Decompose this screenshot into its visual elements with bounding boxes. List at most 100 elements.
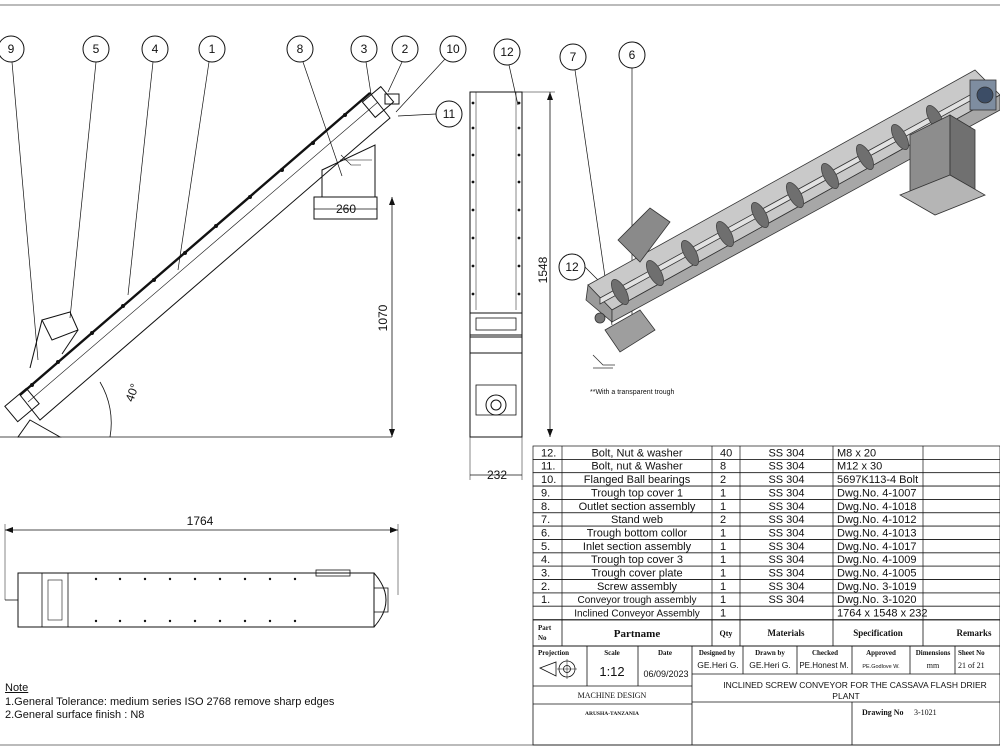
iso-note: **With a transparent trough [590,389,675,396]
bom-part-no: 10. [541,474,556,486]
bom-part-no: 5. [541,541,550,553]
svg-text:10: 10 [446,42,460,56]
bom-spec: Dwg.No. 4-1017 [837,541,917,553]
bom-spec: Dwg.No. 4-1012 [837,514,917,526]
svg-text:Projection: Projection [538,649,569,657]
bom-part-no: 7. [541,514,550,526]
bom-part-no: 3. [541,568,550,580]
svg-text:Drawn by: Drawn by [755,649,785,657]
bom-part-no: 2. [541,581,550,593]
side-view [0,85,400,438]
bom-part-name: Inclined Conveyor Assembly [574,609,700,620]
svg-text:Drawing No: Drawing No [862,708,904,717]
svg-text:1: 1 [209,42,216,56]
svg-text:Materials: Materials [768,628,805,638]
svg-text:No: No [538,634,547,642]
svg-text:PLANT: PLANT [832,691,859,701]
bom-material: SS 304 [768,594,804,606]
bom-material: SS 304 [768,581,804,593]
svg-text:1:12: 1:12 [599,664,624,679]
isometric-view [585,69,1000,369]
bom-spec: Dwg.No. 4-1013 [837,527,917,539]
svg-text:ARUSHA-TANZANIA: ARUSHA-TANZANIA [585,711,639,717]
bom-part-name: Conveyor trough assembly [578,595,697,606]
bom-spec: Dwg.No. 3-1019 [837,581,917,593]
bom-part-no: 4. [541,554,550,566]
bom-qty: 1 [720,501,726,513]
svg-text:06/09/2023: 06/09/2023 [643,669,688,679]
svg-text:21 of 21: 21 of 21 [958,661,985,670]
bom-part-no: 1. [541,594,550,606]
bom-qty: 1 [720,594,726,606]
svg-text:GE.Heri G.: GE.Heri G. [697,660,739,670]
bom-part-name: Trough top cover 3 [591,554,683,566]
bom-spec: Dwg.No. 4-1005 [837,568,917,580]
bom-part-name: Trough top cover 1 [591,487,683,499]
balloon-labels: 9 5 4 1 8 3 2 10 11 12 7 6 12 [8,42,636,274]
svg-text:Checked: Checked [812,649,838,657]
bom-qty: 1 [720,487,726,499]
bom-part-no: 11. [541,461,555,473]
dim-1764: 1764 [187,514,214,528]
bom-material: SS 304 [768,554,804,566]
bom-part-name: Trough cover plate [591,568,682,580]
balloon-callouts [0,35,646,361]
note-line-2: 2.General surface finish : N8 [5,709,145,721]
svg-text:Partname: Partname [614,628,661,640]
svg-text:mm: mm [927,661,940,670]
bom-spec: Dwg.No. 4-1018 [837,501,917,513]
svg-text:Specification: Specification [853,628,903,638]
bom-spec: Dwg.No. 4-1009 [837,554,917,566]
bom-part-name: Outlet section assembly [579,501,696,513]
svg-text:6: 6 [629,48,636,62]
svg-text:5: 5 [93,42,100,56]
bom-part-name: Inlet section assembly [583,541,692,553]
dim-1070: 1070 [376,304,390,331]
bom-part-name: Stand web [611,514,663,526]
bom-material: SS 304 [768,514,804,526]
notes-title: Note [5,682,29,694]
bom-qty: 8 [720,461,726,473]
svg-text:Designed by: Designed by [699,649,736,657]
title-block: Projection Scale 1:12 Date 06/09/2023 De… [532,645,1000,746]
bom-row: 7. Stand web 2 SS 304 Dwg.No. 4-1012 [532,512,1000,527]
bom-qty: 40 [720,447,732,459]
bom-material: SS 304 [768,501,804,513]
bom-part-no: 9. [541,487,550,499]
svg-text:9: 9 [8,42,15,56]
bom-part-name: Trough bottom collor [587,527,688,539]
svg-text:Approved: Approved [866,649,896,657]
note-line-1: 1.General Tolerance: medium series ISO 2… [5,695,335,708]
bom-qty: 1 [720,608,726,620]
svg-text:3: 3 [361,42,368,56]
bom-part-no: 8. [541,501,550,513]
svg-text:Qty: Qty [720,629,733,638]
bom-spec: M12 x 30 [837,461,882,473]
svg-text:PE.Godlove W.: PE.Godlove W. [862,664,900,670]
bom-spec: M8 x 20 [837,447,876,459]
bom-part-name: Bolt, Nut & washer [591,447,682,459]
svg-text:Scale: Scale [604,649,620,657]
svg-text:12: 12 [500,45,514,59]
bom-qty: 2 [720,514,726,526]
svg-text:Dimensions: Dimensions [916,649,951,657]
bom-row: 8. Outlet section assembly 1 SS 304 Dwg.No. … [532,499,1000,514]
svg-text:3-1021: 3-1021 [914,708,937,717]
svg-text:PE.Honest M.: PE.Honest M. [799,661,848,670]
bom-part-no: 12. [541,447,556,459]
bom-qty: 1 [720,581,726,593]
svg-text:INCLINED SCREW CONVEYOR FOR TH: INCLINED SCREW CONVEYOR FOR THE CASSAVA … [723,680,987,690]
bom-material: SS 304 [768,487,804,499]
bom-qty: 2 [720,474,726,486]
end-view [469,91,555,480]
